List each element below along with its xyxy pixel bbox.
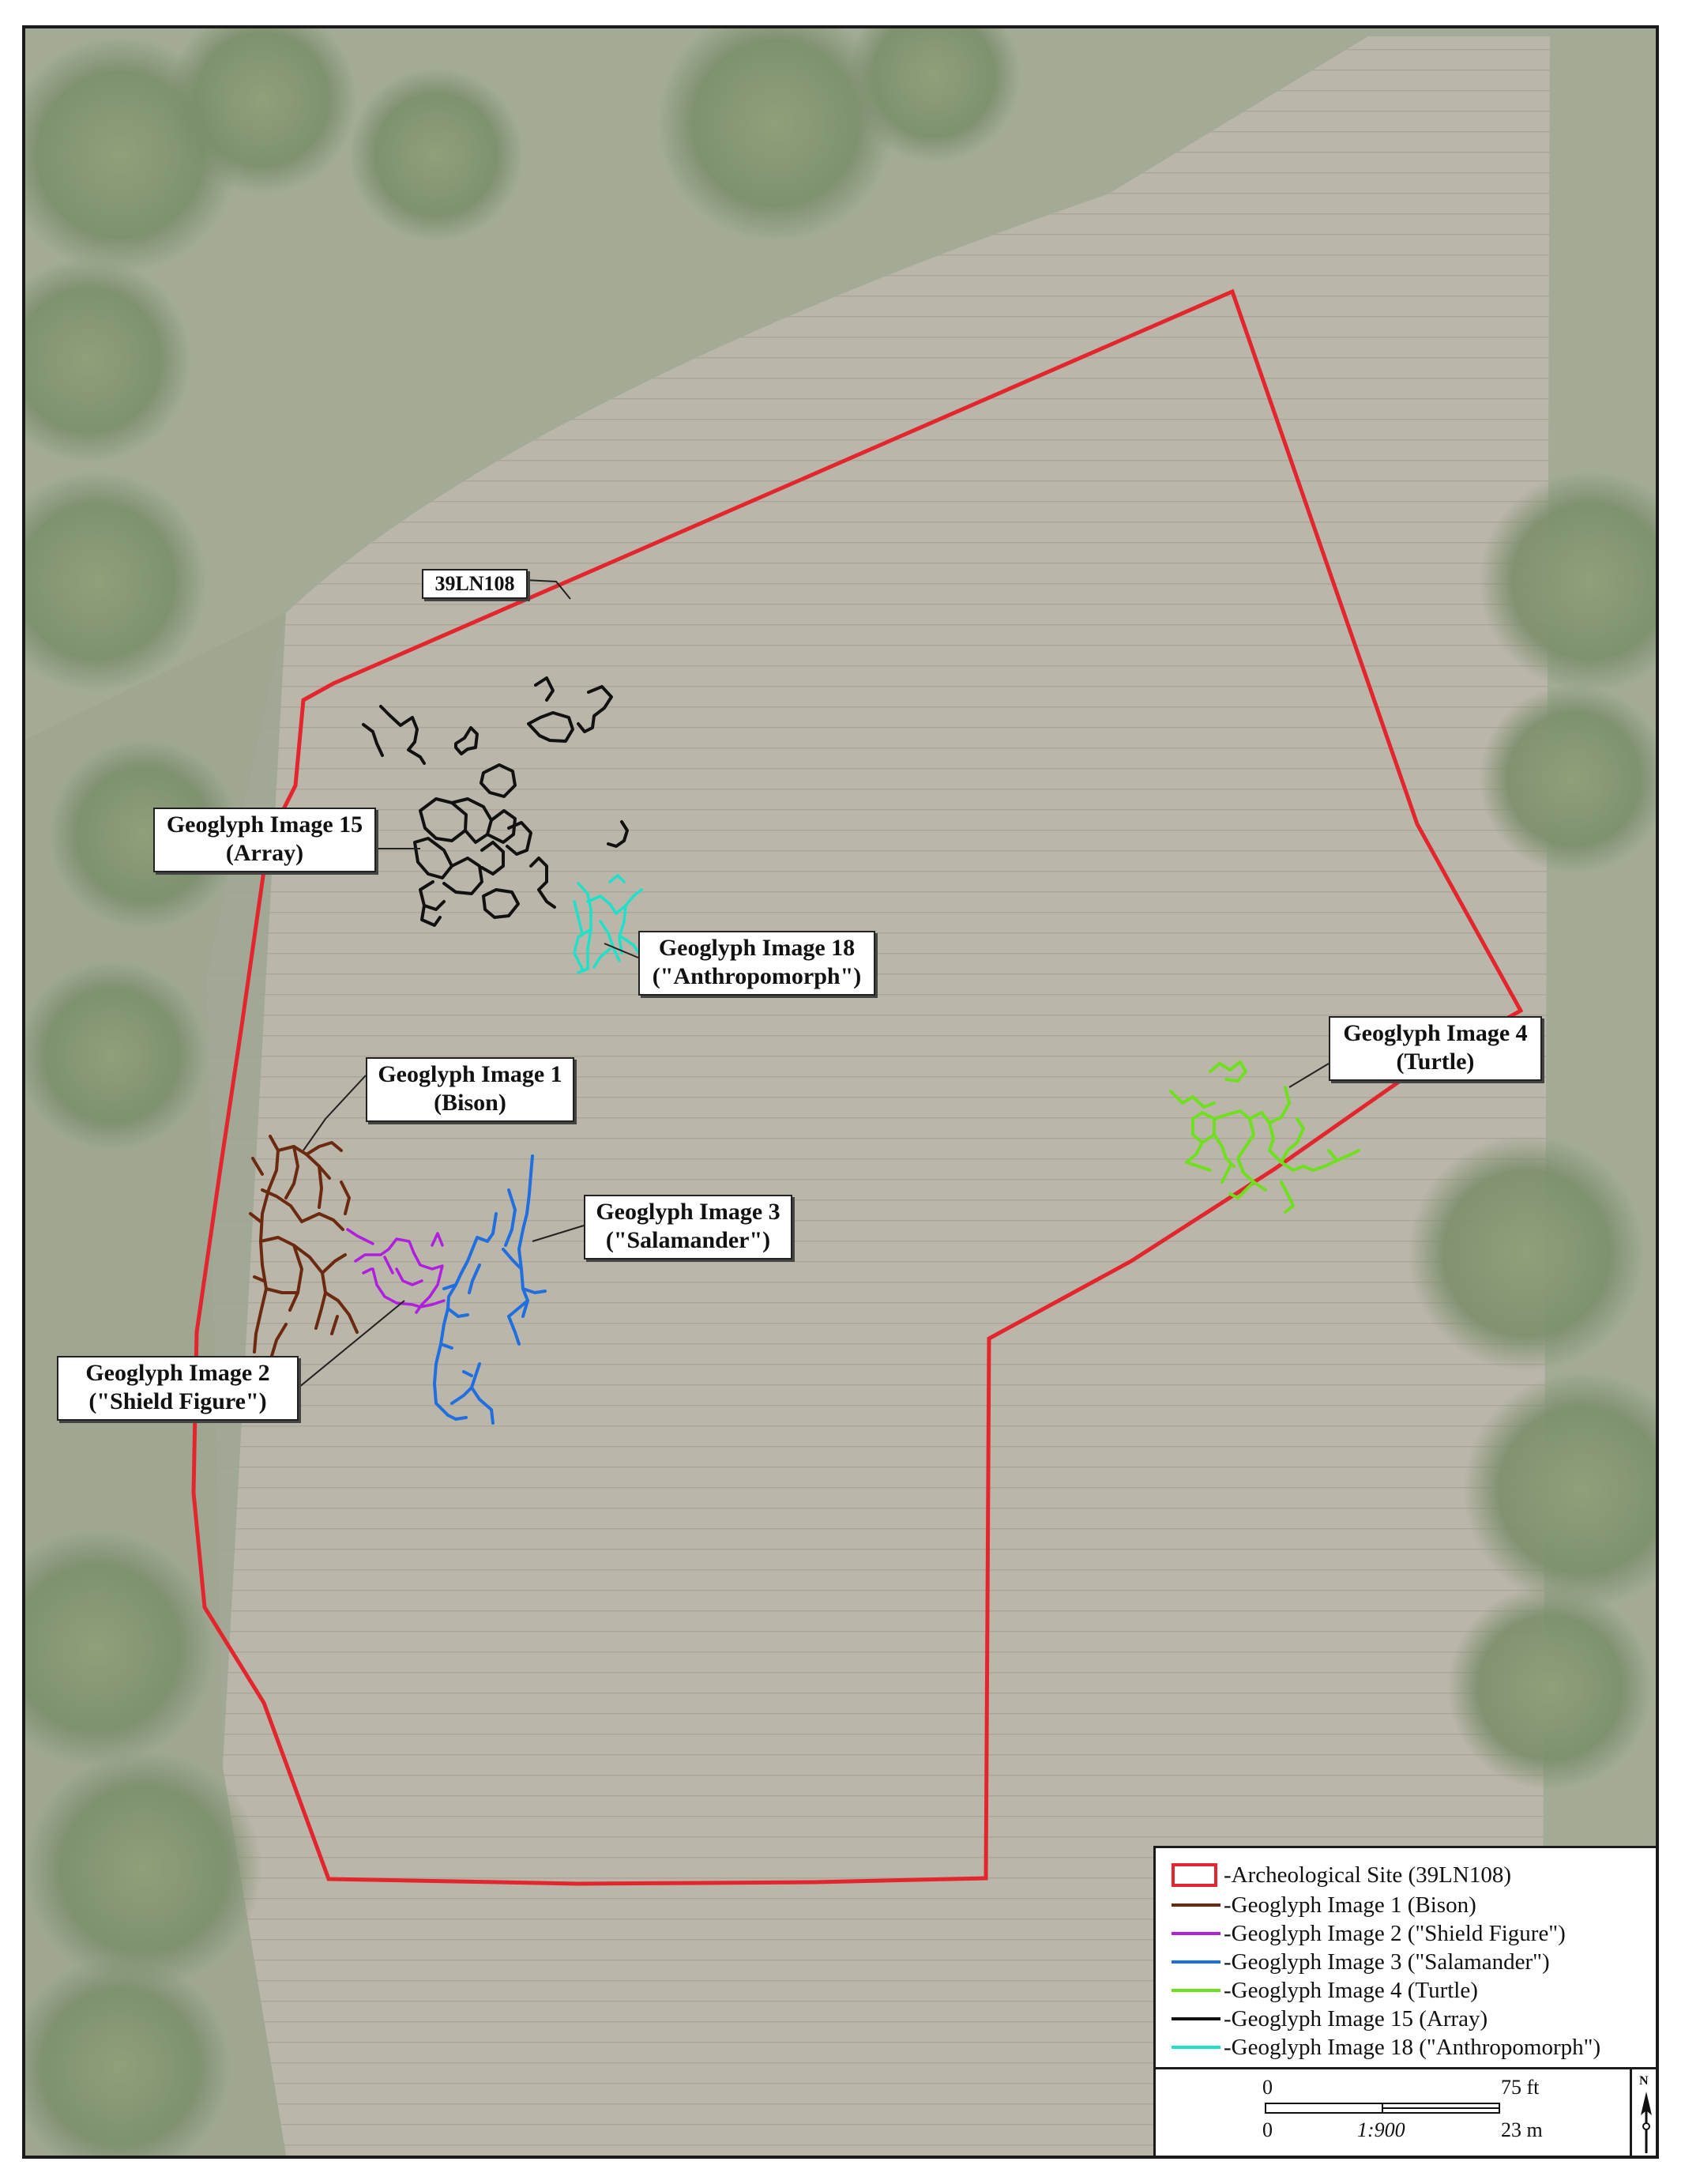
- geoglyph-turtle[interactable]: [1169, 1060, 1360, 1214]
- callout-geoglyph-1: Geoglyph Image 1 (Bison): [366, 1057, 574, 1122]
- callout-geoglyph-4: Geoglyph Image 4 (Turtle): [1329, 1016, 1542, 1081]
- callout-title: Geoglyph Image 4: [1343, 1020, 1528, 1046]
- legend-item-label: -Geoglyph Image 15 (Array): [1224, 2005, 1488, 2031]
- legend-item-turtle: -Geoglyph Image 4 (Turtle): [1172, 1976, 1478, 2005]
- callout-subtitle: (Turtle): [1396, 1049, 1475, 1075]
- callout-geoglyph-15: Geoglyph Image 15 (Array): [153, 808, 376, 872]
- legend-item-label: -Geoglyph Image 3 ("Salamander"): [1224, 1949, 1550, 1975]
- legend-site-swatch: [1172, 1863, 1217, 1887]
- callout-subtitle: (Bison): [434, 1090, 506, 1116]
- scale-m-zero: 0: [1262, 2118, 1273, 2141]
- legend-item-salamander: -Geoglyph Image 3 ("Salamander"): [1172, 1948, 1550, 1976]
- geoglyph-array[interactable]: [362, 676, 629, 927]
- callout-title: Geoglyph Image 2: [85, 1360, 270, 1386]
- callout-geoglyph-2: Geoglyph Image 2 ("Shield Figure"): [57, 1356, 299, 1421]
- callout-subtitle: ("Anthropomorph"): [652, 963, 862, 989]
- legend-line-swatch: [1172, 1932, 1220, 1935]
- legend-item-label: -Geoglyph Image 18 ("Anthropomorph"): [1224, 2034, 1601, 2060]
- north-label: N: [1639, 2074, 1649, 2088]
- legend-item-label: -Archeological Site (39LN108): [1224, 1862, 1512, 1888]
- geoglyph-anthropomorph[interactable]: [573, 874, 643, 974]
- callout-title: Geoglyph Image 3: [596, 1199, 780, 1225]
- legend-line-swatch: [1172, 1960, 1220, 1964]
- scale-m-end: 23 m: [1501, 2118, 1543, 2141]
- geoglyph-bison[interactable]: [249, 1135, 359, 1357]
- legend-item-array: -Geoglyph Image 15 (Array): [1172, 2005, 1488, 2033]
- plowed-field: [207, 36, 1550, 2156]
- legend-item-label: -Geoglyph Image 1 (Bison): [1224, 1892, 1476, 1918]
- map-frame: 39LN108 Geoglyph Image 15 (Array) Geogly…: [22, 25, 1659, 2159]
- geoglyph-salamander[interactable]: [433, 1154, 547, 1425]
- north-arrow-panel: N: [1630, 2067, 1656, 2156]
- callout-title: Geoglyph Image 15: [166, 811, 363, 838]
- site-label: 39LN108: [422, 569, 528, 599]
- legend-line-swatch: [1172, 2046, 1220, 2049]
- callout-leaders: [298, 848, 1330, 1388]
- callout-geoglyph-18: Geoglyph Image 18 ("Anthropomorph"): [638, 931, 875, 996]
- legend-line-swatch: [1172, 1903, 1220, 1907]
- callout-subtitle: (Array): [225, 840, 304, 866]
- legend-line-swatch: [1172, 2017, 1220, 2020]
- scale-ft-end: 75 ft: [1501, 2076, 1540, 2099]
- site-label-text: 39LN108: [434, 572, 515, 595]
- callout-subtitle: ("Shield Figure"): [88, 1388, 267, 1414]
- callout-geoglyph-3: Geoglyph Image 3 ("Salamander"): [584, 1195, 792, 1260]
- scale-bar: [1265, 2103, 1500, 2114]
- site-label-leader: [524, 579, 571, 600]
- aerial-map[interactable]: [25, 28, 1656, 2156]
- site-boundary[interactable]: [191, 288, 1524, 1886]
- callout-subtitle: ("Salamander"): [605, 1227, 771, 1253]
- legend-item-anthropomorph: -Geoglyph Image 18 ("Anthropomorph"): [1172, 2033, 1600, 2062]
- geoglyph-shield[interactable]: [346, 1228, 446, 1314]
- legend-item-bison: -Geoglyph Image 1 (Bison): [1172, 1891, 1476, 1919]
- callout-title: Geoglyph Image 18: [658, 935, 856, 961]
- map-legend: -Archeological Site (39LN108) -Geoglyph …: [1153, 1846, 1656, 2156]
- legend-item-label: -Geoglyph Image 2 ("Shield Figure"): [1224, 1920, 1566, 1946]
- legend-line-swatch: [1172, 1989, 1220, 1992]
- scale-bar-panel: 0 75 ft 0 1:900 23 m: [1156, 2067, 1630, 2156]
- tree-canopy: [25, 28, 1656, 2156]
- legend-item-site: -Archeological Site (39LN108): [1172, 1861, 1511, 1889]
- legend-item-label: -Geoglyph Image 4 (Turtle): [1224, 1977, 1478, 2003]
- scale-ft-zero: 0: [1262, 2076, 1273, 2099]
- legend-item-shield: -Geoglyph Image 2 ("Shield Figure"): [1172, 1919, 1566, 1948]
- callout-title: Geoglyph Image 1: [378, 1061, 562, 1087]
- scale-ratio: 1:900: [1357, 2118, 1405, 2141]
- north-arrow-icon: [1641, 2092, 1652, 2153]
